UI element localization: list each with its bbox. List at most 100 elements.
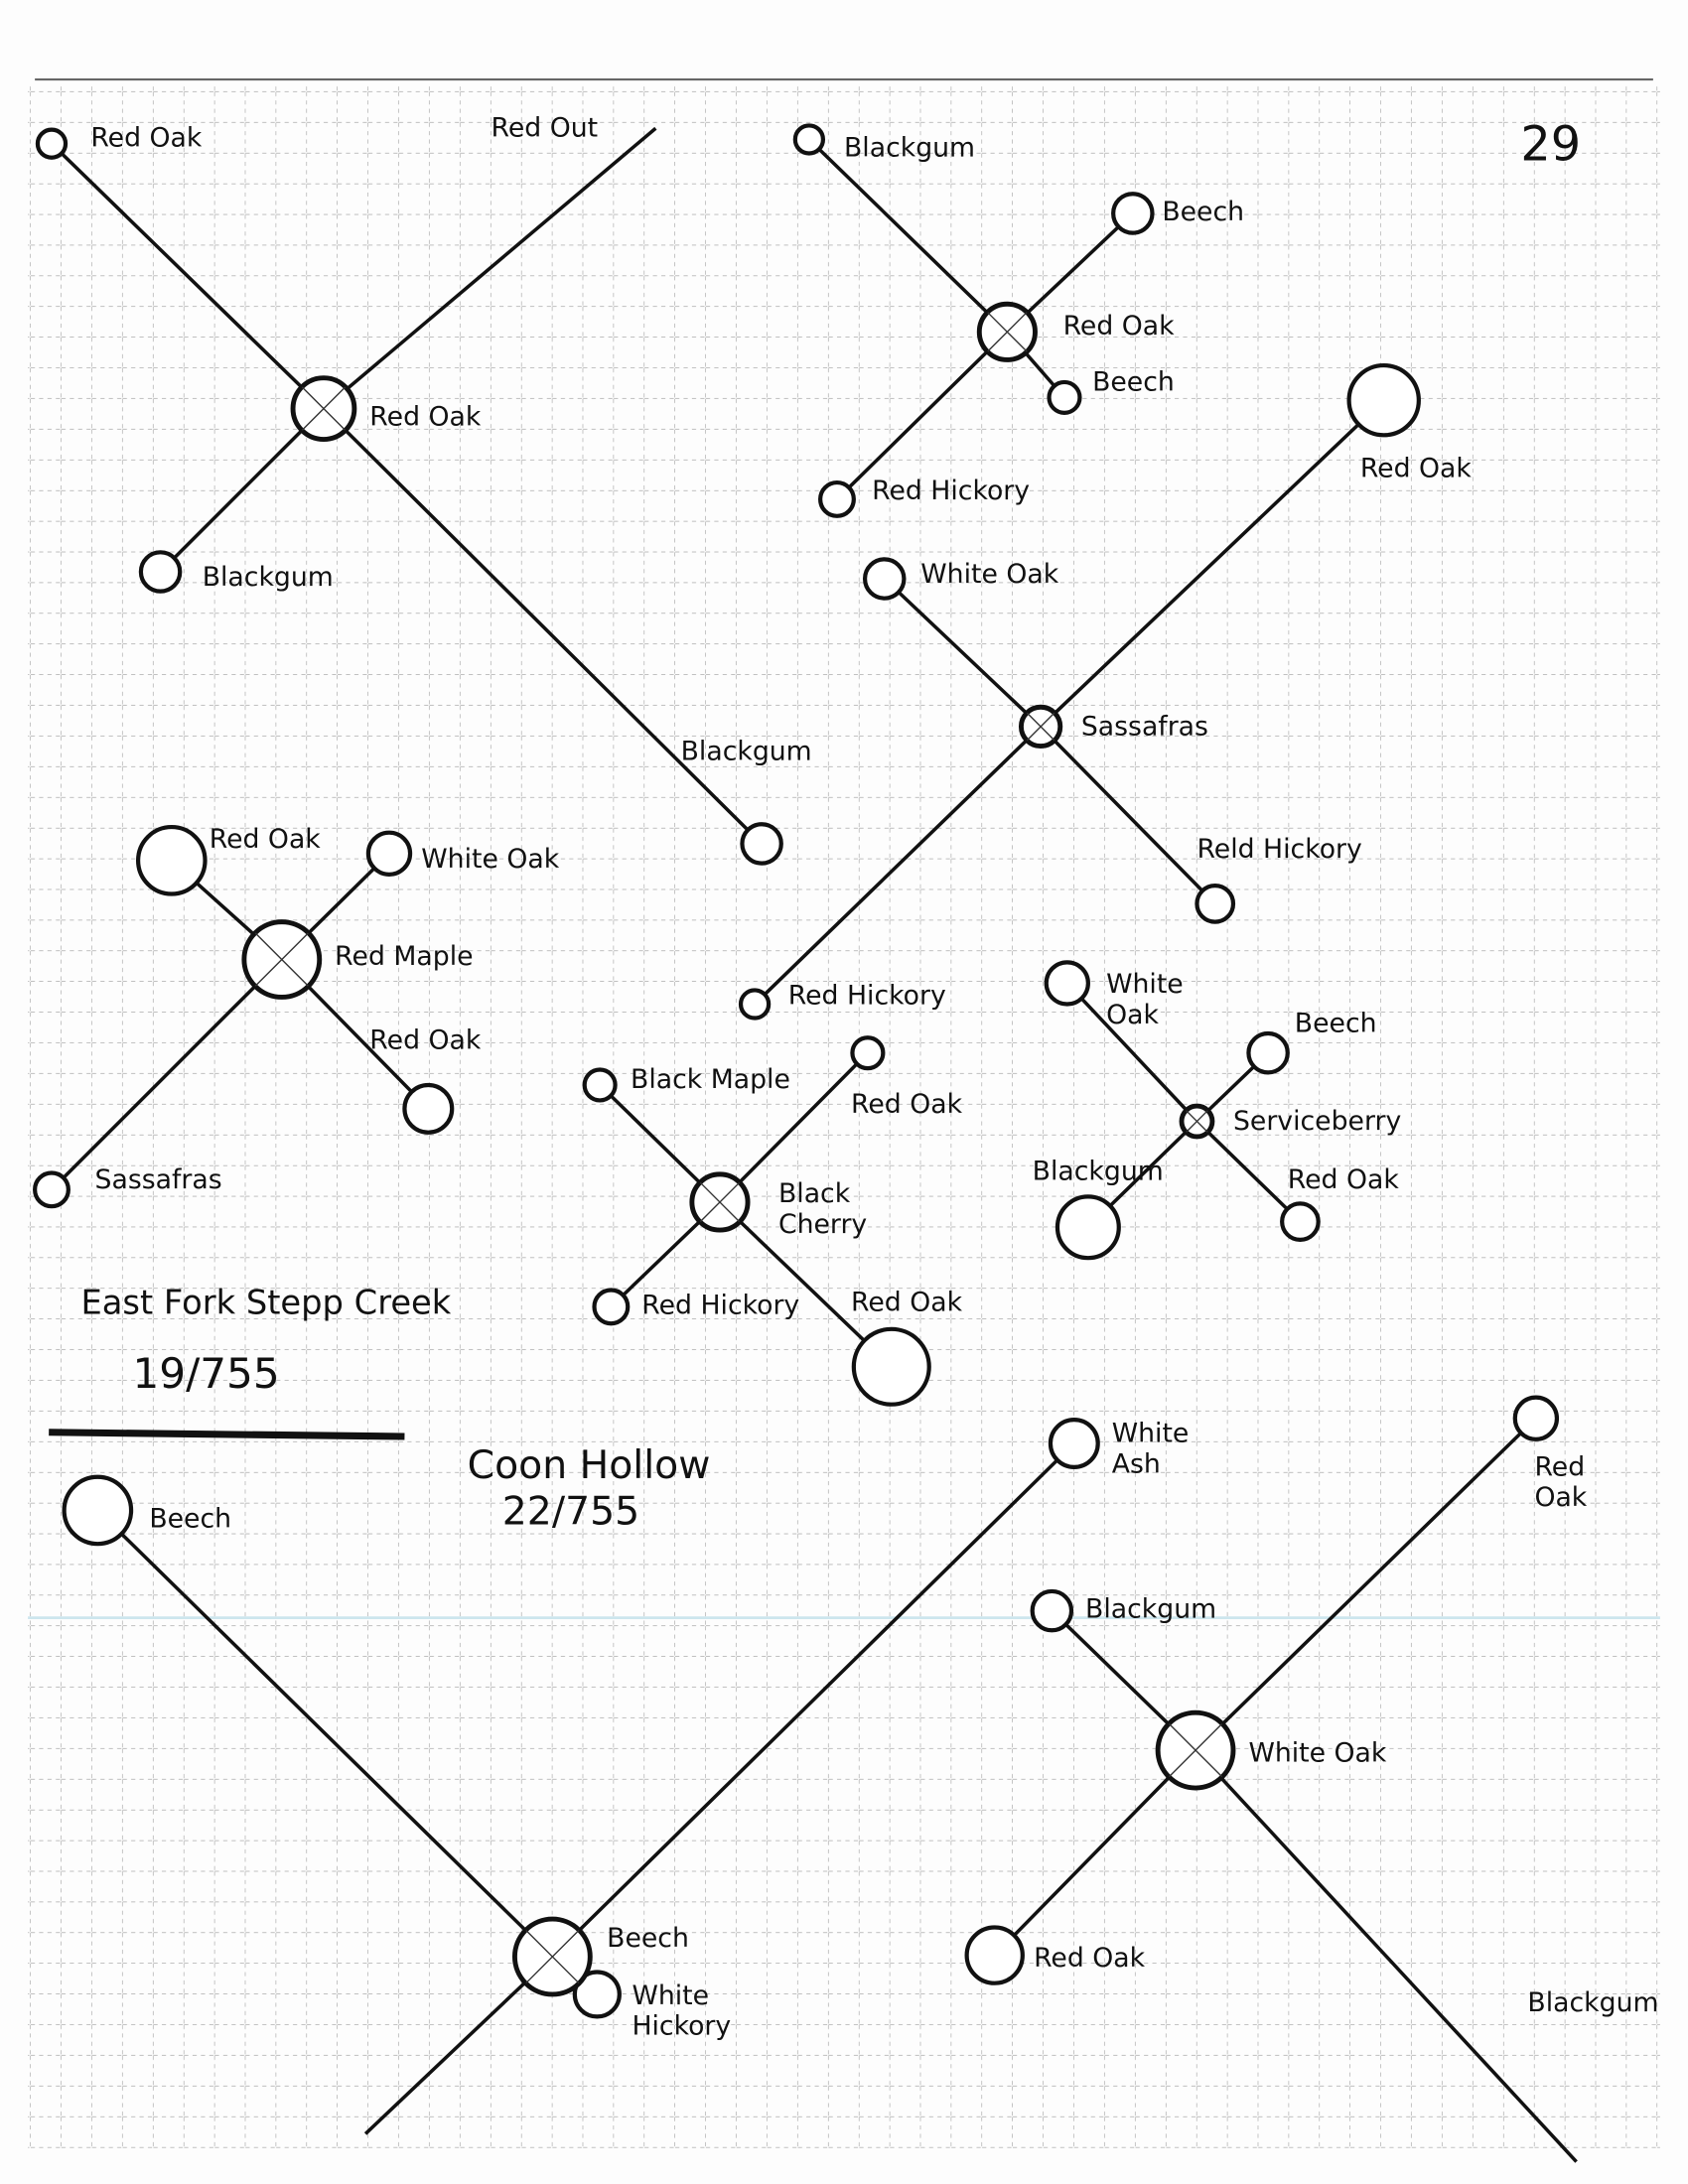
tree-circle: [1280, 1201, 1321, 1243]
tree-circle: [582, 1067, 618, 1103]
tree-label: Red Oak: [851, 1089, 963, 1120]
bearing-line: [159, 407, 326, 574]
tree-circle: [62, 1474, 134, 1547]
bearing-line: [1194, 1748, 1578, 2163]
center-cross-mark: [987, 312, 1028, 352]
bearing-line: [1039, 398, 1385, 729]
tree-label: White: [632, 1980, 709, 2011]
tree-label: Red Hickory: [872, 476, 1030, 506]
tree-circle: [818, 479, 856, 518]
tree-label: Blackgum: [844, 132, 975, 163]
tree-label: Sassafras: [95, 1164, 222, 1195]
tree-label: Red Hickory: [641, 1290, 799, 1320]
bearing-line: [96, 1509, 554, 1959]
tree-label: Red Oak: [1288, 1164, 1400, 1195]
tree-circle: [740, 822, 783, 866]
tree-circle: [1246, 1030, 1290, 1075]
center-tree-label: Red Oak: [1063, 311, 1176, 341]
tree-label: White: [1106, 969, 1184, 1000]
bearing-line: [835, 331, 1009, 501]
tree-label: Red: [1534, 1451, 1585, 1482]
tree-label: Red Oak: [210, 824, 322, 855]
tree-label: Red Hickory: [788, 980, 946, 1011]
center-tree-label: Serviceberry: [1233, 1106, 1401, 1137]
tree-label: Reld Hickory: [1196, 834, 1361, 865]
section-title: Coon Hollow: [468, 1442, 711, 1488]
tree-label: Red Oak: [1360, 453, 1473, 483]
tree-label: White Oak: [920, 559, 1058, 590]
bearing-line: [50, 142, 326, 410]
tree-circle: [1048, 1418, 1100, 1470]
tree-circle: [138, 550, 183, 594]
tree-circle: [738, 988, 772, 1021]
bearing-line: [1039, 725, 1216, 905]
tree-label: Hickory: [632, 2011, 731, 2042]
tree-label: Beech: [1092, 366, 1175, 397]
tree-label: Red Oak: [90, 123, 203, 154]
tree-label: White Oak: [421, 844, 559, 875]
center-tree-label: White Oak: [1248, 1737, 1386, 1768]
center-tree-label: Black: [778, 1178, 851, 1209]
bearing-line: [1196, 1120, 1302, 1223]
bearing-line: [718, 1051, 870, 1204]
center-tree-label: Red Maple: [335, 941, 473, 972]
tree-label: Beech: [149, 1503, 231, 1534]
tree-label: Blackgum: [1085, 1594, 1216, 1625]
tree-label: Oak: [1106, 1000, 1159, 1030]
bearing-line: [50, 958, 284, 1191]
tree-label: Black Maple: [631, 1064, 790, 1095]
section-ratio: 19/755: [132, 1349, 279, 1398]
tree-label: Red Out: [492, 113, 599, 144]
tree-label: Blackgum: [203, 562, 334, 593]
tree-circle: [964, 1925, 1025, 1985]
section-ratio: 22/755: [502, 1489, 639, 1535]
tree-circle: [1030, 1588, 1074, 1633]
center-tree-label: Beech: [607, 1923, 689, 1954]
tree-label: Oak: [1534, 1482, 1587, 1513]
tree-label: Blackgum: [1527, 1987, 1658, 2018]
tree-label: Beech: [1162, 197, 1244, 227]
bearing-line: [993, 1748, 1197, 1957]
tree-label: Red Oak: [369, 1024, 482, 1055]
tree-circle: [851, 1326, 931, 1407]
tree-circle: [402, 1082, 455, 1135]
tree-circle: [365, 830, 413, 877]
center-cross-mark: [1186, 1110, 1208, 1133]
tree-circle: [1044, 960, 1090, 1007]
center-cross-mark: [525, 1929, 580, 1984]
bearing-line: [551, 1441, 1076, 1959]
page-number: 29: [1520, 118, 1581, 173]
tree-circle: [850, 1035, 886, 1071]
tree-label: Blackgum: [681, 737, 812, 767]
tree-label: Beech: [1295, 1009, 1377, 1039]
tree-circle: [862, 557, 907, 601]
bearing-line: [807, 138, 1009, 334]
tree-circle: [792, 123, 826, 156]
tree-label: Red Oak: [1034, 1943, 1146, 1974]
center-tree-label: Cherry: [778, 1209, 867, 1240]
bearing-line: [883, 577, 1043, 729]
center-cross-mark: [1168, 1723, 1223, 1778]
tree-circle: [135, 824, 208, 896]
tree-circle: [1195, 883, 1236, 924]
tree-circle: [592, 1288, 631, 1326]
tree-circle: [1055, 1194, 1121, 1261]
tree-circle: [1111, 192, 1155, 235]
tree-label: Blackgum: [1033, 1157, 1164, 1187]
center-tree-label: Sassafras: [1081, 711, 1208, 742]
center-tree-label: Red Oak: [369, 401, 482, 432]
bearing-line: [1065, 982, 1198, 1123]
tree-circle: [35, 127, 69, 160]
bearing-line: [1194, 1417, 1538, 1752]
center-cross-mark: [254, 932, 309, 987]
bearing-line: [753, 725, 1043, 1006]
tree-circle: [1346, 362, 1421, 438]
center-cross-mark: [301, 386, 347, 431]
